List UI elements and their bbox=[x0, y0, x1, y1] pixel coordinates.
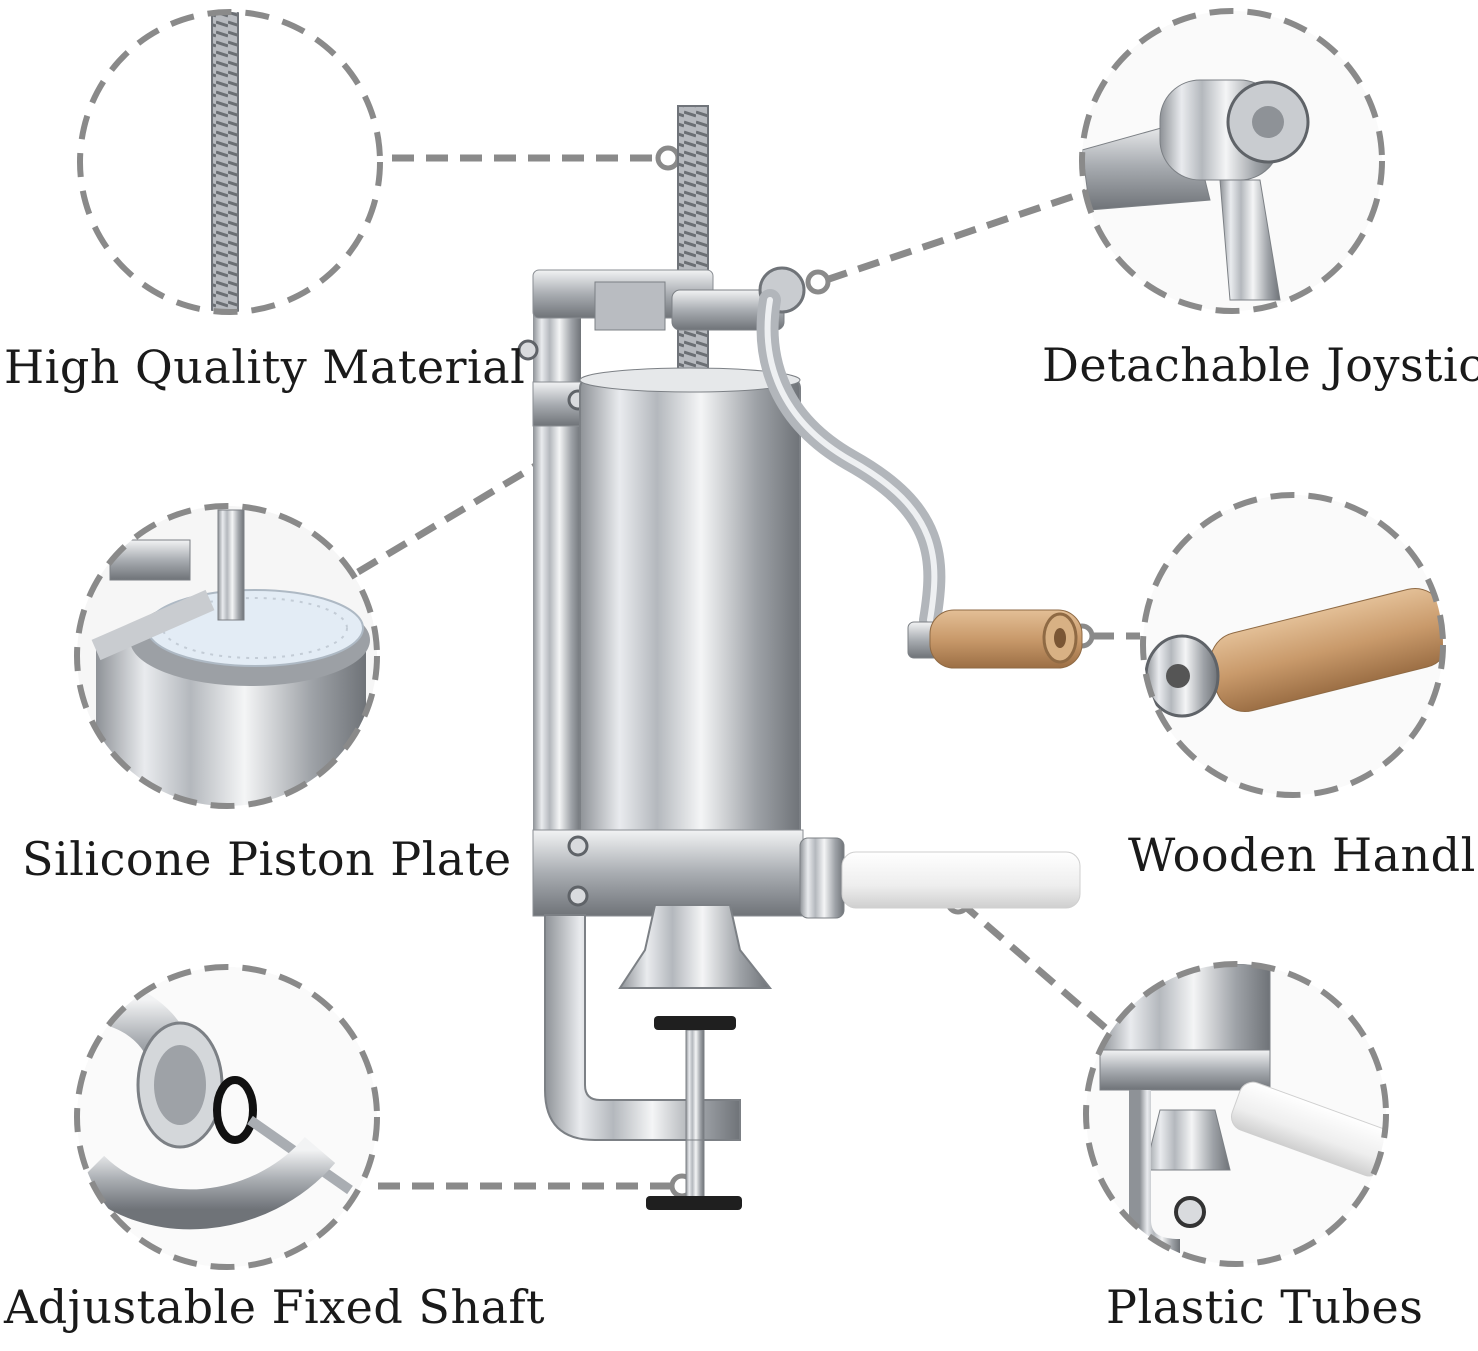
leader-plastic-tubes bbox=[957, 899, 1111, 1033]
cylinder bbox=[579, 377, 801, 849]
detail-wooden-handle bbox=[1140, 492, 1446, 798]
label-wooden-handle: Wooden Handle bbox=[1128, 828, 1478, 882]
sausage-stuffer-icon bbox=[517, 105, 1083, 1210]
detail-detachable-joystick bbox=[1079, 8, 1385, 314]
label-adjustable-fixed-shaft: Adjustable Fixed Shaft bbox=[4, 1280, 546, 1334]
frame-post bbox=[533, 288, 581, 848]
detail-silicone-piston-plate bbox=[74, 503, 380, 809]
clamp-frame bbox=[544, 914, 741, 1141]
detail-adjustable-fixed-shaft bbox=[74, 964, 380, 1270]
threaded-rod bbox=[677, 105, 709, 393]
leader-joystick bbox=[824, 186, 1094, 284]
label-silicone-piston-plate: Silicone Piston Plate bbox=[22, 832, 512, 886]
label-detachable-joystick: Detachable Joystick bbox=[1042, 338, 1478, 392]
label-plastic-tubes: Plastic Tubes bbox=[1106, 1280, 1424, 1334]
funnel bbox=[618, 904, 773, 989]
wooden-handle-product bbox=[929, 609, 1083, 669]
detail-plastic-tubes bbox=[1083, 961, 1389, 1267]
plastic-tube-product bbox=[841, 851, 1081, 909]
label-high-quality-material: High Quality Material bbox=[4, 340, 526, 394]
detail-high-quality-material bbox=[77, 9, 383, 315]
